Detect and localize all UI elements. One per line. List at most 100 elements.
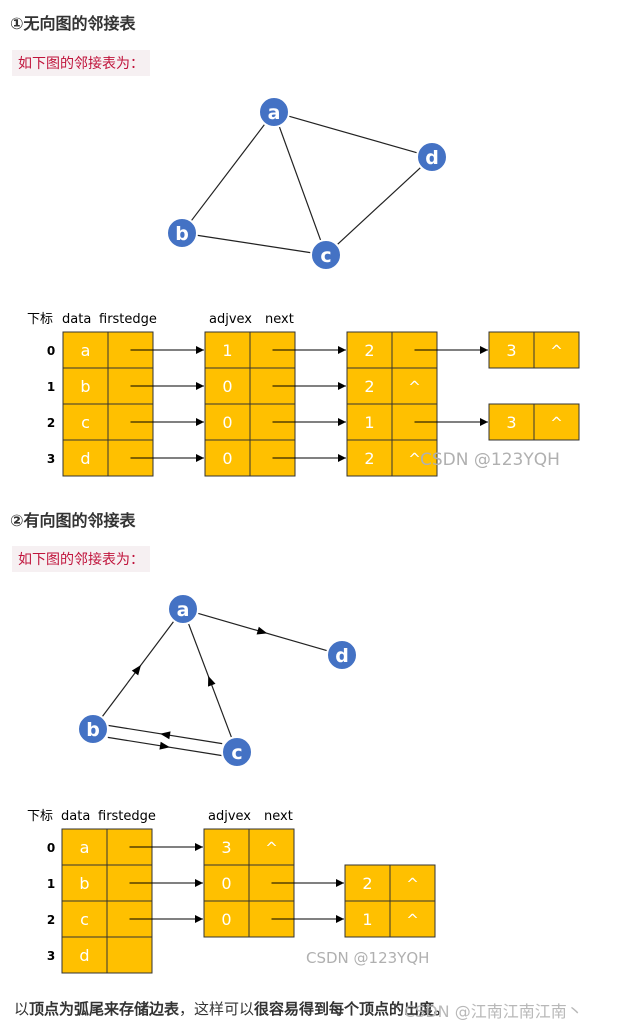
svg-text:1: 1 bbox=[362, 910, 372, 929]
t2-index-2: 2 bbox=[47, 913, 55, 927]
svg-text:0: 0 bbox=[222, 377, 232, 396]
svg-text:3: 3 bbox=[506, 341, 516, 360]
t1-index-2: 2 bbox=[47, 416, 55, 430]
t1-index-0: 0 bbox=[47, 344, 55, 358]
svg-text:^: ^ bbox=[265, 839, 278, 857]
svg-text:b: b bbox=[79, 874, 89, 893]
svg-text:3: 3 bbox=[221, 838, 231, 857]
svg-text:^: ^ bbox=[408, 450, 421, 468]
t2-edge-b-1-next: ^ bbox=[389, 864, 436, 902]
t2-index-1: 1 bbox=[47, 877, 55, 891]
svg-text:c: c bbox=[80, 910, 89, 929]
t2-edge-c-0-adjvex: 0 bbox=[203, 900, 250, 938]
t1-vertex-data-a: a bbox=[62, 331, 109, 369]
t1-label-firstedge: firstedge bbox=[99, 312, 157, 327]
section1-heading: ①无向图的邻接表 bbox=[10, 14, 136, 33]
t2-vertex-data-d: d bbox=[61, 936, 108, 974]
t1-edge-d-0-adjvex: 0 bbox=[204, 439, 251, 477]
t1-edge-c-0-adjvex: 0 bbox=[204, 403, 251, 441]
g1-edge-b-c bbox=[196, 234, 312, 254]
t2-edge-a-0-next: ^ bbox=[248, 828, 295, 866]
svg-text:3: 3 bbox=[506, 413, 516, 432]
g2-edge-c-a bbox=[187, 622, 233, 739]
svg-text:2: 2 bbox=[364, 341, 374, 360]
t1-edge-d-1-adjvex: 2 bbox=[346, 439, 393, 477]
svg-text:^: ^ bbox=[406, 875, 419, 893]
t2-edge-b-0-adjvex: 0 bbox=[203, 864, 250, 902]
svg-text:d: d bbox=[335, 645, 349, 667]
t2-edge-c-1-adjvex: 1 bbox=[344, 900, 391, 938]
g1-edge-a-c bbox=[278, 125, 322, 242]
svg-text:2: 2 bbox=[362, 874, 372, 893]
t1-edge-b-1-next: ^ bbox=[391, 367, 438, 405]
g2-edge-c-b bbox=[107, 724, 223, 745]
g1-node-c: c bbox=[310, 239, 342, 271]
section2-note: 如下图的邻接表为： bbox=[12, 546, 150, 572]
t2-label-data: data bbox=[61, 809, 90, 824]
svg-text:^: ^ bbox=[408, 378, 421, 396]
t1-vertex-data-d: d bbox=[62, 439, 109, 477]
g2-edge-b-a bbox=[101, 620, 175, 718]
svg-text:0: 0 bbox=[222, 413, 232, 432]
g2-edge-a-d bbox=[197, 612, 328, 652]
t1-edge-a-1-adjvex: 2 bbox=[346, 331, 393, 369]
section2-watermark: CSDN @123YQH bbox=[306, 949, 429, 967]
t2-label-adjvex: adjvex bbox=[208, 809, 251, 824]
t1-edge-b-0-adjvex: 0 bbox=[204, 367, 251, 405]
t1-label-next: next bbox=[265, 312, 294, 327]
svg-text:b: b bbox=[86, 719, 100, 741]
svg-text:d: d bbox=[80, 449, 90, 468]
t1-edge-c-2-next: ^ bbox=[533, 403, 580, 441]
t1-edge-c-1-adjvex: 1 bbox=[346, 403, 393, 441]
t2-label-firstedge: firstedge bbox=[98, 809, 156, 824]
footer-watermark: CSDN @江南江南江南丶 bbox=[404, 1002, 583, 1021]
t1-index-3: 3 bbox=[47, 452, 55, 466]
svg-text:a: a bbox=[268, 102, 281, 124]
g1-edge-a-d bbox=[288, 115, 418, 154]
t2-vertex-data-a: a bbox=[61, 828, 108, 866]
t2-vertex-firstedge-d bbox=[106, 936, 153, 974]
t1-edge-a-2-next: ^ bbox=[533, 331, 580, 369]
t1-edge-a-2-adjvex: 3 bbox=[488, 331, 535, 369]
g1-edge-c-d bbox=[336, 166, 422, 246]
t1-vertex-data-b: b bbox=[62, 367, 109, 405]
g1-node-b: b bbox=[166, 217, 198, 249]
t1-label-data: data bbox=[62, 312, 91, 327]
t2-index-0: 0 bbox=[47, 841, 55, 855]
svg-text:0: 0 bbox=[221, 874, 231, 893]
svg-text:a: a bbox=[80, 838, 90, 857]
svg-text:d: d bbox=[79, 946, 89, 965]
t1-edge-d-1-next: ^ bbox=[391, 439, 438, 477]
t2-label-index: 下标 bbox=[27, 809, 53, 824]
svg-text:2: 2 bbox=[364, 377, 374, 396]
t1-edge-b-1-adjvex: 2 bbox=[346, 367, 393, 405]
t1-edge-c-2-adjvex: 3 bbox=[488, 403, 535, 441]
g1-edge-a-b bbox=[190, 123, 266, 222]
svg-text:1: 1 bbox=[364, 413, 374, 432]
svg-text:0: 0 bbox=[222, 449, 232, 468]
svg-text:a: a bbox=[177, 599, 190, 621]
svg-text:^: ^ bbox=[406, 911, 419, 929]
svg-text:c: c bbox=[81, 413, 90, 432]
g2-node-d: d bbox=[326, 639, 358, 671]
section1-note: 如下图的邻接表为： bbox=[12, 50, 150, 76]
t2-edge-b-1-adjvex: 2 bbox=[344, 864, 391, 902]
section1-watermark: CSDN @123YQH bbox=[420, 450, 560, 470]
svg-text:0: 0 bbox=[221, 910, 231, 929]
svg-text:a: a bbox=[81, 341, 91, 360]
g2-node-c: c bbox=[221, 736, 253, 768]
t2-edge-c-1-next: ^ bbox=[389, 900, 436, 938]
t1-label-index: 下标 bbox=[27, 312, 53, 327]
t2-vertex-data-c: c bbox=[61, 900, 108, 938]
svg-text:c: c bbox=[231, 742, 242, 764]
t1-vertex-data-c: c bbox=[62, 403, 109, 441]
svg-text:b: b bbox=[80, 377, 90, 396]
t2-edge-a-0-adjvex: 3 bbox=[203, 828, 250, 866]
t1-edge-a-0-adjvex: 1 bbox=[204, 331, 251, 369]
section2-heading: ②有向图的邻接表 bbox=[10, 511, 136, 530]
footer-text: 以顶点为弧尾来存储边表，这样可以很容易得到每个顶点的出度。 bbox=[14, 1000, 450, 1018]
g2-edge-b-c bbox=[107, 736, 223, 757]
svg-text:^: ^ bbox=[550, 414, 563, 432]
